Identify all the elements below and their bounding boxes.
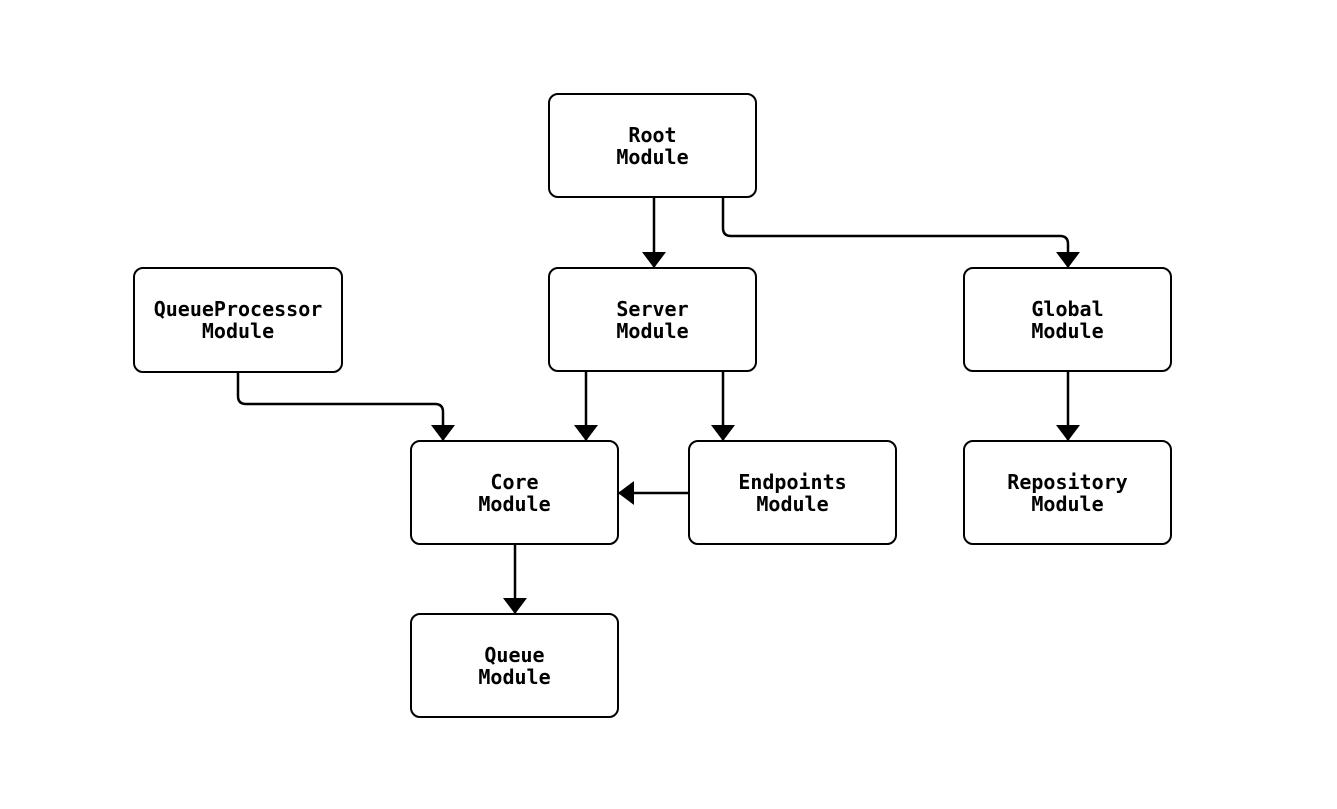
node-server-module: Server Module bbox=[548, 267, 757, 372]
node-core-module: Core Module bbox=[410, 440, 619, 545]
node-queueprocessor-module: QueueProcessor Module bbox=[133, 267, 343, 373]
node-label: Queue Module bbox=[478, 642, 551, 689]
node-label: Server Module bbox=[616, 296, 689, 343]
edge-group bbox=[236, 198, 1080, 614]
node-label: Endpoints Module bbox=[738, 469, 847, 516]
node-label: Root Module bbox=[616, 122, 689, 169]
node-label: Core Module bbox=[478, 469, 551, 516]
node-label: QueueProcessor Module bbox=[153, 297, 323, 343]
node-label: Global Module bbox=[1031, 296, 1104, 343]
node-queue-module: Queue Module bbox=[410, 613, 619, 718]
edge-root-to-global bbox=[721, 198, 1080, 268]
node-endpoints-module: Endpoints Module bbox=[688, 440, 897, 545]
node-root-module: Root Module bbox=[548, 93, 757, 198]
node-label: Repository Module bbox=[1007, 469, 1128, 516]
edge-queueprocessor-to-core bbox=[236, 373, 455, 441]
node-repository-module: Repository Module bbox=[963, 440, 1172, 545]
node-global-module: Global Module bbox=[963, 267, 1172, 372]
